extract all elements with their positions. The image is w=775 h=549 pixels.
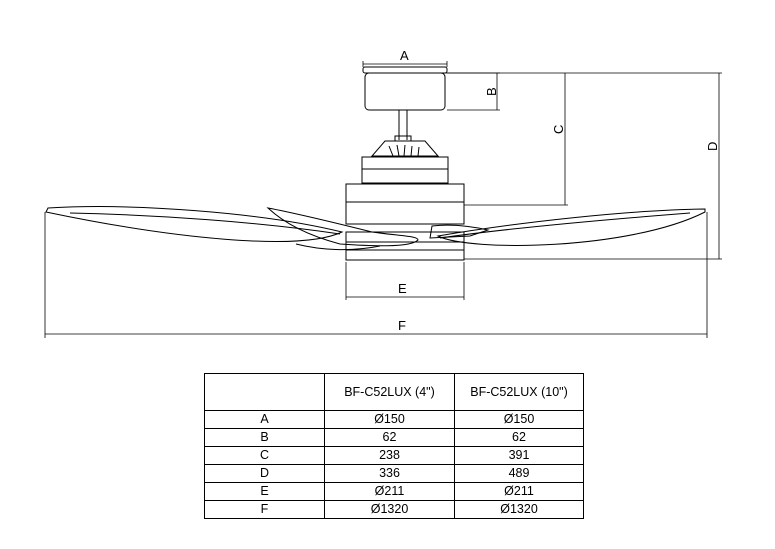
table-cell: 489 [454, 464, 584, 483]
table-cell: Ø150 [454, 410, 584, 429]
table-row: F Ø1320 Ø1320 [204, 500, 584, 519]
canopy [362, 66, 448, 111]
ceiling-fan-dimension-drawing: A B C D E F [44, 48, 722, 338]
center-blade [266, 207, 419, 247]
table-cell: B [204, 428, 325, 447]
dimension-label-b: B [484, 87, 499, 96]
table-cell: 391 [454, 446, 584, 465]
specification-table: BF-C52LUX (4") BF-C52LUX (10") A Ø150 Ø1… [204, 373, 584, 519]
table-cell: 336 [324, 464, 455, 483]
motor-yoke [361, 140, 449, 184]
dimension-label-f: F [398, 318, 406, 333]
left-blade [45, 206, 344, 242]
table-cell: 62 [454, 428, 584, 447]
right-blade [436, 208, 706, 246]
table-cell: Ø150 [324, 410, 455, 429]
table-header-cell [204, 373, 325, 411]
table-row: B 62 62 [204, 428, 584, 447]
table-cell: C [204, 446, 325, 465]
dimension-label-e: E [398, 281, 407, 296]
dimension-label-a: A [400, 48, 409, 63]
table-row: E Ø211 Ø211 [204, 482, 584, 501]
table-cell: E [204, 482, 325, 501]
dimension-lines [44, 61, 722, 338]
motor-housing [345, 183, 465, 261]
table-cell: 238 [324, 446, 455, 465]
table-cell: 62 [324, 428, 455, 447]
table-cell: A [204, 410, 325, 429]
table-cell: Ø211 [454, 482, 584, 501]
table-cell: F [204, 500, 325, 519]
dimension-label-d: D [705, 142, 720, 151]
table-row: A Ø150 Ø150 [204, 410, 584, 429]
dimension-label-c: C [551, 125, 566, 134]
fan-blades [45, 206, 706, 251]
downrod [394, 110, 412, 142]
table-header-cell: BF-C52LUX (4") [324, 373, 455, 411]
table-cell: Ø1320 [324, 500, 455, 519]
table-cell: Ø211 [324, 482, 455, 501]
table-cell: Ø1320 [454, 500, 584, 519]
table-header-row: BF-C52LUX (4") BF-C52LUX (10") [204, 373, 584, 411]
table-header-cell: BF-C52LUX (10") [454, 373, 584, 411]
table-row: D 336 489 [204, 464, 584, 483]
table-row: C 238 391 [204, 446, 584, 465]
table-cell: D [204, 464, 325, 483]
